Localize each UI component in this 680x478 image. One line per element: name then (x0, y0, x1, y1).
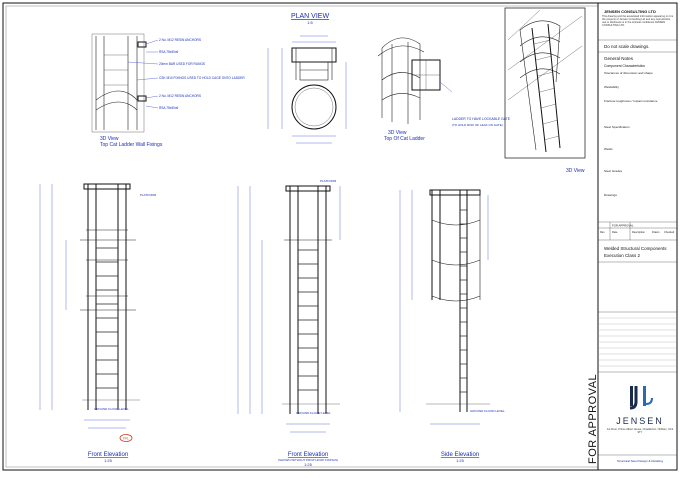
footer-link[interactable]: Structural Steel Design & Detailing (617, 459, 663, 463)
detail-view-top-of-ladder (377, 37, 453, 124)
rev-header-2: Description (632, 230, 646, 234)
callout-left-1: RSA 75x50x6 (159, 50, 179, 54)
front-elevation-2-scale: 1:25 (304, 462, 313, 467)
rev-header-1: Date (612, 230, 618, 234)
callout-left-3: CSK M10 FIXINGS USED TO HOLD CAGE ONTO L… (159, 76, 245, 80)
approval-status: FOR APPROVAL (587, 374, 599, 464)
logo-name: JENSEN (616, 416, 664, 426)
ground-label-3: GROUND FLOOR LEVEL (470, 409, 505, 413)
plan-view-scale: 1:5 (307, 20, 313, 25)
copyright-notice: This drawing and the associated informat… (602, 15, 674, 27)
component-characteristics-heading: Component Characteristics (604, 64, 645, 68)
side-elevation-scale: 1:25 (456, 458, 465, 463)
copyright-box: This drawing and the associated informat… (602, 15, 674, 27)
note-6: Drawings (604, 193, 617, 197)
front-elevation-2-title: Front Elevation (288, 452, 328, 458)
callout-gate-sub: (TO HOLD RISK OF LEAK ON GATE) (452, 123, 503, 127)
note-0: Tolerances of dimension and shape (604, 71, 653, 75)
detail-view-full-ladder (507, 9, 583, 153)
ground-label-2: GROUND FLOOR LEVEL (296, 411, 331, 415)
general-notes-heading: General Notes (604, 56, 634, 61)
revision-first: FOR APPROVAL (612, 224, 634, 228)
detail-mid-title: 3D View (388, 130, 407, 136)
company-name: JENSEN CONSULTING LTD (604, 9, 656, 14)
callout-left-5: RSA 75x50x6 (159, 106, 179, 110)
note-4: Welds (604, 147, 613, 151)
plan-view-drawing (267, 35, 347, 144)
front-elevation-1-rungs (96, 247, 118, 389)
detail-left-title: 3D View (100, 136, 119, 142)
detail-view-wall-fixings (91, 33, 159, 133)
project-line-1: Welded Structural Components (604, 246, 667, 251)
detail-left-subtitle: Top Cat Ladder Wall Fixings (100, 142, 163, 148)
sheet-border (2, 2, 678, 471)
level-tag-1-label: FFL (123, 437, 129, 441)
rev-header-3: Drawn (652, 230, 660, 234)
inner-border (5, 5, 599, 468)
front-elevation-1 (39, 183, 140, 429)
project-line-2: Execution Class 2 (604, 253, 641, 258)
front-elevation-1-scale: 1:25 (104, 458, 113, 463)
callout-left-2: 20mm BAR USED FOR RUNGS (159, 62, 205, 66)
platform-label-1: PLATFORM (140, 193, 157, 197)
title-block (597, 3, 677, 470)
side-elevation-title: Side Elevation (441, 452, 479, 458)
detail-right-frame (504, 7, 586, 159)
callout-gate: LADDER TO HAVE LOCKABLE GATE (452, 117, 511, 121)
company-address: 1st Floor, Prince Albert House, Chaddert… (606, 428, 674, 434)
front-elevation-1-title: Front Elevation (88, 452, 128, 458)
callout-left-4: 2 No. M12 RESIN ANCHORS (159, 94, 201, 98)
note-2: Fracture toughness / Impact resistance (604, 99, 658, 103)
note-1: Weldability (604, 85, 619, 89)
callout-left-0: 2 No. M12 RESIN ANCHORS (159, 38, 201, 42)
note-5: Steel Grades (604, 169, 623, 173)
title-block-info-rows (598, 317, 677, 367)
jensen-logo-mark (629, 386, 653, 410)
no-scale-note: Do not scale drawings. (604, 44, 650, 49)
rev-header-4: Checked (664, 230, 675, 234)
front-elevation-2 (237, 185, 341, 433)
note-3: Steel Specification (604, 125, 630, 129)
side-elevation-rungs (460, 209, 467, 393)
plan-view-title: PLAN VIEW (291, 13, 330, 20)
rev-header-0: Rev (600, 230, 605, 234)
front-elevation-2-rungs (298, 249, 318, 391)
address-box: 1st Floor, Prince Albert House, Chaddert… (606, 428, 674, 434)
front-elevation-2-subtitle: (SHOWN WITHOUT PROP HOOP FIXINGS) (278, 458, 338, 462)
platform-label-2: PLATFORM (320, 179, 337, 183)
level-tag-1 (119, 434, 133, 442)
ground-label-1: GROUND FLOOR LEVEL (94, 407, 129, 411)
side-elevation (399, 189, 490, 425)
detail-mid-subtitle: Top Of Cat Ladder (384, 136, 425, 142)
detail-right-title: 3D View (566, 168, 585, 174)
